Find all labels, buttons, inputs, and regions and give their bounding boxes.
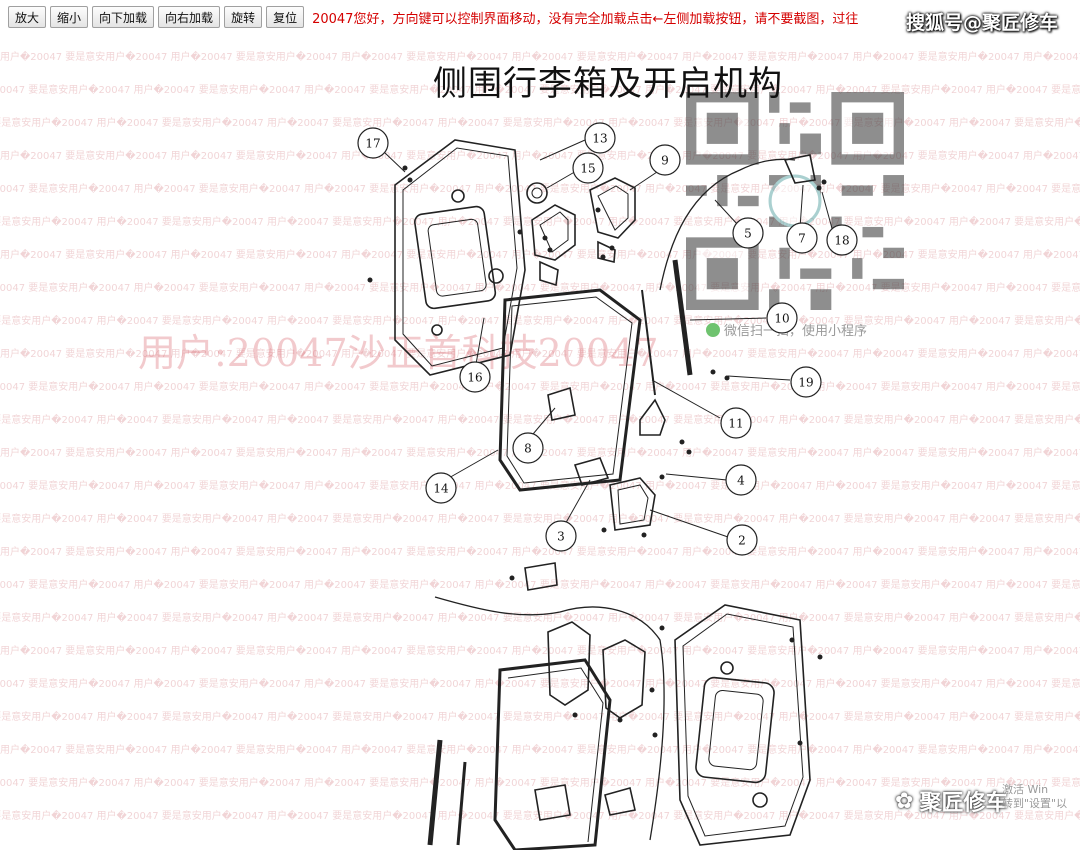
rotate-button[interactable]: 旋转 (224, 6, 263, 28)
callout-number: 18 (834, 234, 849, 248)
callout-number: 2 (738, 534, 746, 548)
callout-circle (725, 464, 757, 496)
watermark-row: 用户�20047 要是意安用户�20047 用户�20047 要是意安用户�20… (0, 745, 1080, 756)
zoom-out-button[interactable]: 缩小 (50, 6, 89, 28)
navigation-notice: 20047您好，方向键可以控制界面移动，没有完全加载点击←左侧加载按钮，请不要截… (312, 11, 859, 27)
wechat-account-watermark: ✿ 聚匠修车 (895, 785, 1007, 817)
watermark-row: 用户�20047 要是意安用户�20047 用户�20047 要是意安用户�20… (0, 646, 1080, 657)
callout-11: 11 (720, 407, 752, 439)
watermark-row: 用户�20047 要是意安用户�20047 用户�20047 要是意安用户�20… (0, 52, 1080, 63)
watermark-row: 用户�20047 要是意安用户�20047 用户�20047 要是意安用户�20… (0, 349, 1080, 360)
watermark-row: 用户�20047 要是意安用户�20047 用户�20047 要是意安用户�20… (0, 712, 1080, 723)
callout-19: 19 (790, 366, 822, 398)
callout-4: 4 (725, 464, 757, 496)
callout-circle (584, 122, 616, 154)
seal-ring (498, 288, 642, 492)
watermark-row: 用户�20047 要是意安用户�20047 用户�20047 要是意安用户�20… (0, 580, 1080, 591)
watermark-row: 用户�20047 要是意安用户�20047 用户�20047 要是意安用户�20… (0, 514, 1080, 525)
callout-5: 5 (732, 217, 764, 249)
user-watermark: 用户:20047沙正首科技20047 (138, 331, 659, 375)
callout-circle (786, 222, 818, 254)
wechat-icon (706, 322, 720, 337)
callout-number: 17 (365, 137, 380, 151)
callout-circle (720, 407, 752, 439)
callout-circle (726, 524, 758, 556)
zoom-in-button[interactable]: 放大 (8, 6, 47, 28)
load-down-button[interactable]: 向下加载 (92, 6, 155, 28)
door-panel-upper (394, 139, 526, 376)
callout-9: 9 (649, 144, 681, 176)
callout-number: 9 (661, 154, 669, 168)
callout-circle (826, 224, 858, 256)
callout-number: 4 (737, 474, 745, 488)
watermark-row: 用户�20047 要是意安用户�20047 用户�20047 要是意安用户�20… (0, 778, 1080, 789)
callout-number: 15 (580, 162, 595, 176)
callout-number: 16 (467, 371, 482, 385)
callout-number: 5 (744, 227, 752, 241)
callout-number: 11 (728, 417, 743, 431)
callout-number: 10 (774, 312, 789, 326)
wechat-logo-icon: ✿ (895, 788, 914, 814)
callout-number: 7 (798, 232, 806, 246)
mini-program-text: 微信扫一扫，使用小程序 (724, 324, 868, 339)
wechat-account-name: 聚匠修车 (919, 791, 1008, 816)
callout-14: 14 (425, 472, 457, 504)
callout-circle (766, 302, 798, 334)
watermark-row: 用户�20047 要是意安用户�20047 用户�20047 要是意安用户�20… (0, 547, 1080, 558)
load-right-button[interactable]: 向右加载 (158, 6, 221, 28)
callout-circle (649, 144, 681, 176)
callout-3: 3 (545, 520, 577, 552)
watermark-row: 用户�20047 要是意安用户�20047 用户�20047 要是意安用户�20… (0, 118, 1080, 129)
toolbar: 放大 缩小 向下加载 向右加载 旋转 复位 20047您好，方向键可以控制界面移… (0, 0, 1080, 34)
callout-circle (572, 152, 604, 184)
callout-15: 15 (572, 152, 604, 184)
watermark-row: 用户�20047 要是意安用户�20047 用户�20047 要是意安用户�20… (0, 283, 1080, 294)
callout-18: 18 (826, 224, 858, 256)
callout-number: 14 (433, 482, 449, 496)
sohu-watermark: 搜狐号@聚匠修车 (905, 12, 1058, 34)
callout-16: 16 (459, 361, 491, 393)
windows-activate-line2: 转到"设置"以 (1002, 797, 1068, 810)
callout-circle (512, 432, 544, 464)
callout-7: 7 (786, 222, 818, 254)
callout-10: 10 (766, 302, 798, 334)
callout-circle (459, 361, 491, 393)
callout-17: 17 (357, 127, 389, 159)
callout-2: 2 (726, 524, 758, 556)
mini-program-hint: 微信扫一扫，使用小程序 (706, 320, 867, 339)
watermark-row: 用户�20047 要是意安用户�20047 用户�20047 要是意安用户�20… (0, 415, 1080, 426)
watermark-row: 用户�20047 要是意安用户�20047 用户�20047 要是意安用户�20… (0, 85, 1080, 96)
windows-activate-line1: 激活 Win (1002, 783, 1049, 796)
callout-8: 8 (512, 432, 544, 464)
callout-circle (732, 217, 764, 249)
watermark-row: 用户�20047 要是意安用户�20047 用户�20047 要是意安用户�20… (0, 316, 1080, 327)
callout-number: 3 (557, 530, 565, 544)
watermark-row: 用户�20047 要是意安用户�20047 用户�20047 要是意安用户�20… (0, 679, 1080, 690)
callout-circle (790, 366, 822, 398)
qr-code (686, 92, 904, 310)
callout-number: 19 (798, 376, 813, 390)
callout-circle (425, 472, 457, 504)
callout-number: 13 (592, 132, 607, 146)
watermark-row: 用户�20047 要是意安用户�20047 用户�20047 要是意安用户�20… (0, 217, 1080, 228)
callout-number: 8 (524, 442, 532, 456)
watermark-row: 用户�20047 要是意安用户�20047 用户�20047 要是意安用户�20… (0, 151, 1080, 162)
callout-circle (357, 127, 389, 159)
callout-13: 13 (584, 122, 616, 154)
reset-button[interactable]: 复位 (266, 6, 305, 28)
callout-circle (545, 520, 577, 552)
watermark-row: 用户�20047 要是意安用户�20047 用户�20047 要是意安用户�20… (0, 613, 1080, 624)
windows-activation-notice: 激活 Win 转到"设置"以 (1002, 783, 1067, 811)
watermark-row: 用户�20047 要是意安用户�20047 用户�20047 要是意安用户�20… (0, 382, 1080, 393)
diagram-title: 侧围行李箱及开启机构 (433, 64, 783, 104)
